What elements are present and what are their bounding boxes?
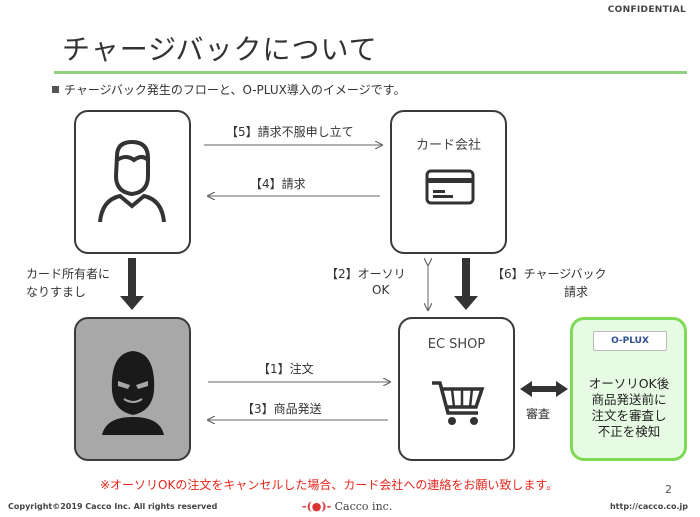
person-icon [98, 139, 166, 223]
oplux-logo-text: O-PLUX [611, 336, 649, 346]
ec-shop-label: EC SHOP [427, 337, 486, 352]
label-step3: 【3】商品発送 [242, 402, 322, 416]
notice-text: ※オーソリOKの注文をキャンセルした場合、カード会社への連絡をお願い致します。 [100, 478, 559, 492]
card-company-box: カード会社 [390, 110, 507, 254]
oplux-line-1: オーソリOK後 [588, 376, 670, 391]
subtitle-text: チャージバック発生のフローと、O-PLUX導入のイメージです。 [64, 83, 406, 97]
page-title: チャージバックについて [62, 33, 378, 66]
cacco-mark-icon: -(●)- [302, 500, 332, 513]
company-logo: -(●)- Cacco inc. [302, 500, 392, 513]
shopping-cart-icon [432, 381, 485, 425]
label-step2-line2: OK [372, 283, 390, 297]
label-step5: 【5】請求不服申し立て [226, 125, 354, 139]
oplux-line-2: 商品発送前に [591, 392, 667, 407]
page-number: 2 [665, 483, 672, 496]
label-step6-line2: 請求 [564, 285, 589, 299]
label-impersonate-line2: なりすまし [26, 285, 87, 299]
arrow-chargeback [454, 258, 478, 310]
oplux-logo: O-PLUX [593, 331, 667, 351]
fraudster-box [74, 317, 191, 461]
confidential-label: CONFIDENTIAL [607, 5, 686, 15]
label-step4: 【4】請求 [250, 177, 306, 191]
cardholder-box [74, 110, 191, 254]
company-name: Cacco inc. [334, 500, 393, 513]
oplux-line-3: 注文を審査し [591, 408, 667, 423]
label-step1: 【1】注文 [258, 362, 314, 376]
arrow-impersonate [120, 258, 144, 310]
bullet-square [52, 86, 59, 93]
oplux-description: オーソリOK後 商品発送前に 注文を審査し 不正を検知 [575, 376, 683, 440]
label-impersonate-line1: カード所有者に [26, 267, 111, 281]
title-underline [54, 71, 687, 74]
card-company-label: カード会社 [415, 138, 481, 153]
copyright: Copyright©2019 Cacco Inc. All rights res… [8, 502, 218, 511]
credit-card-icon [425, 169, 475, 205]
ec-shop-box: EC SHOP [398, 317, 515, 461]
arrow-review [520, 381, 568, 397]
footer-url: http://cacco.co.jp [609, 502, 688, 511]
subtitle: チャージバック発生のフローと、O-PLUX導入のイメージです。 [52, 81, 405, 98]
label-step2-line1: 【2】オーソリ [326, 267, 406, 281]
oplux-line-4: 不正を検知 [597, 424, 661, 439]
label-step6-line1: 【6】チャージバック [492, 267, 607, 281]
masked-person-icon [102, 351, 164, 435]
label-review: 審査 [526, 407, 551, 421]
